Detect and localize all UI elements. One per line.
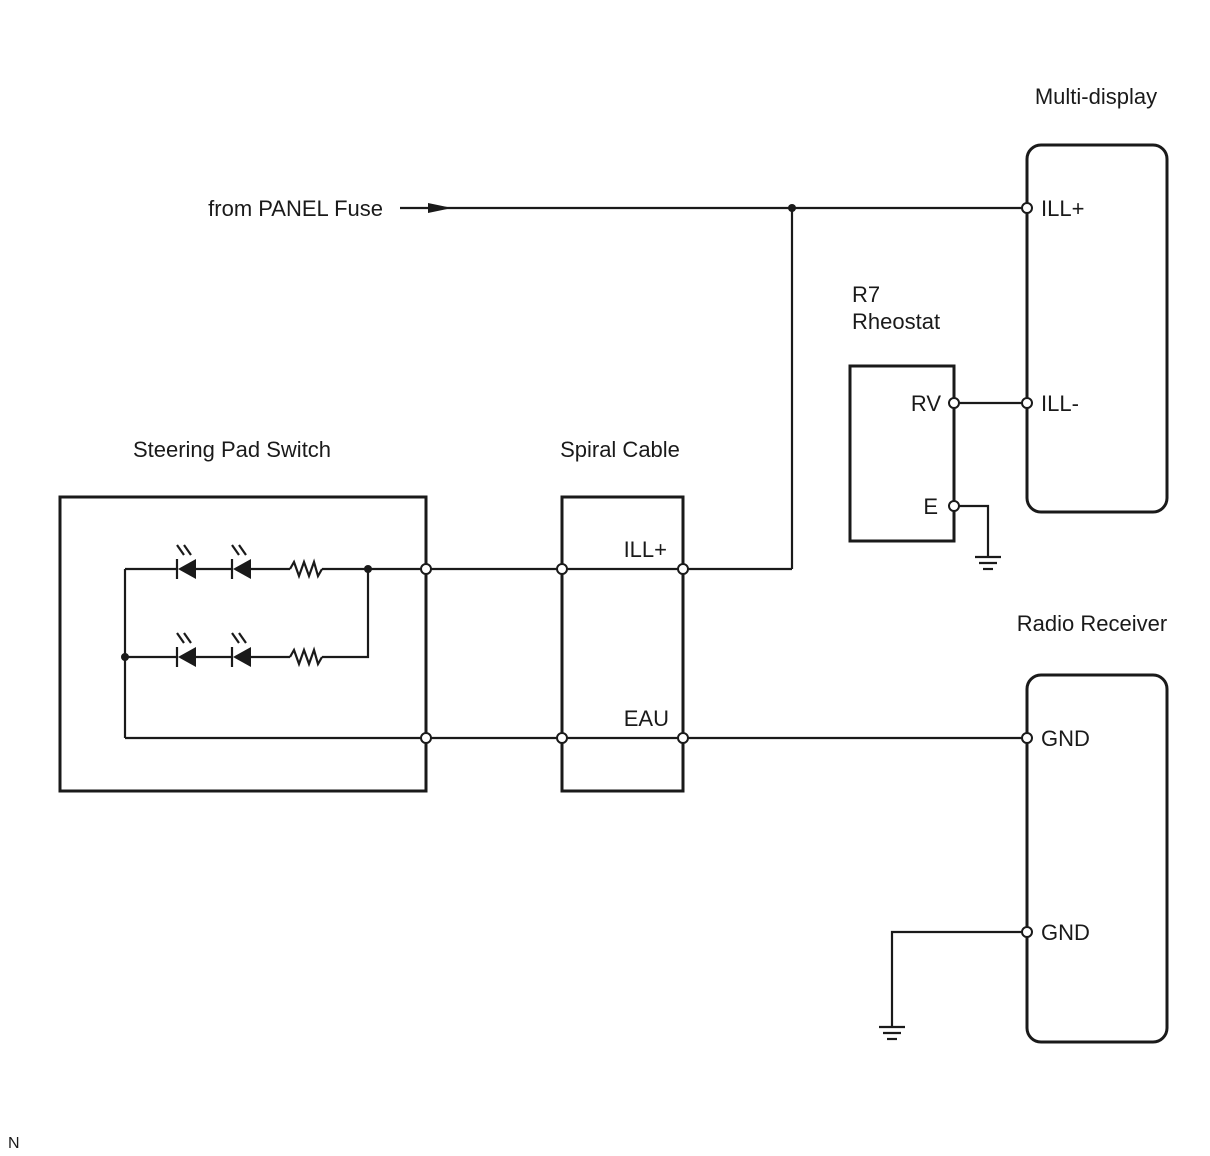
steering-pad-switch-box xyxy=(58,495,428,793)
spiral-cable-box xyxy=(560,495,685,793)
receiver-ground-wire xyxy=(890,930,1027,1027)
feed-arrow xyxy=(428,203,452,213)
rheostat-name-label: Rheostat xyxy=(852,309,940,334)
resistor-icon xyxy=(289,646,323,668)
rheostat-id-label: R7 xyxy=(852,282,880,307)
spiral-cable-pin-eau: EAU xyxy=(624,706,669,731)
rheostat-pin-rv: RV xyxy=(911,391,941,416)
terminal-rh-rv xyxy=(948,397,960,409)
terminal-md-ill-minus xyxy=(1021,397,1033,409)
terminal-md-ill-plus xyxy=(1021,202,1033,214)
multi-display-label: Multi-display xyxy=(1035,84,1157,109)
led-icon xyxy=(230,544,251,579)
terminal-spiral-eau-out xyxy=(677,732,689,744)
rheostat-box xyxy=(848,364,956,543)
led-icon xyxy=(175,544,196,579)
rheostat-pin-e: E xyxy=(923,494,938,519)
terminal-switch-gnd xyxy=(420,732,432,744)
terminal-rr-gnd-1 xyxy=(1021,732,1033,744)
multi-display-pin-ill-minus: ILL- xyxy=(1041,391,1079,416)
spiral-cable-label: Spiral Cable xyxy=(560,437,680,462)
radio-receiver-component: Radio Receiver GND GND xyxy=(879,611,1169,1044)
radio-receiver-box xyxy=(1025,673,1169,1044)
corner-mark: N xyxy=(8,1135,20,1152)
ground-symbol-rheostat xyxy=(975,555,1001,571)
rheostat-ground-wire xyxy=(954,504,990,557)
junction-dot-switch-top xyxy=(364,565,372,573)
steering-pad-switch-component: Steering Pad Switch xyxy=(58,437,428,793)
radio-receiver-pin-gnd-2: GND xyxy=(1041,920,1090,945)
spiral-cable-component: Spiral Cable ILL+ EAU xyxy=(560,437,685,793)
terminal-rh-e xyxy=(948,500,960,512)
multi-display-box xyxy=(1025,143,1169,514)
terminal-spiral-eau-in xyxy=(556,732,568,744)
ground-symbol-receiver xyxy=(879,1025,905,1041)
led-icon xyxy=(230,632,251,667)
spiral-cable-pin-ill-plus: ILL+ xyxy=(624,537,667,562)
panel-fuse-label: from PANEL Fuse xyxy=(208,196,383,221)
terminal-spiral-ill-in xyxy=(556,563,568,575)
led-icon xyxy=(175,632,196,667)
panel-fuse-feed: from PANEL Fuse xyxy=(208,196,1033,571)
steering-pad-switch-label: Steering Pad Switch xyxy=(133,437,331,462)
terminal-spiral-ill-out xyxy=(677,563,689,575)
radio-receiver-label: Radio Receiver xyxy=(1017,611,1167,636)
terminal-rr-gnd-2 xyxy=(1021,926,1033,938)
junction-dot-switch-left xyxy=(121,653,129,661)
rheostat-component: R7 Rheostat RV E xyxy=(848,282,1033,571)
resistor-icon xyxy=(289,558,323,580)
multi-display-component: Multi-display ILL+ ILL- xyxy=(1025,84,1169,514)
multi-display-pin-ill-plus: ILL+ xyxy=(1041,196,1084,221)
terminal-switch-ill xyxy=(420,563,432,575)
radio-receiver-pin-gnd-1: GND xyxy=(1041,726,1090,751)
